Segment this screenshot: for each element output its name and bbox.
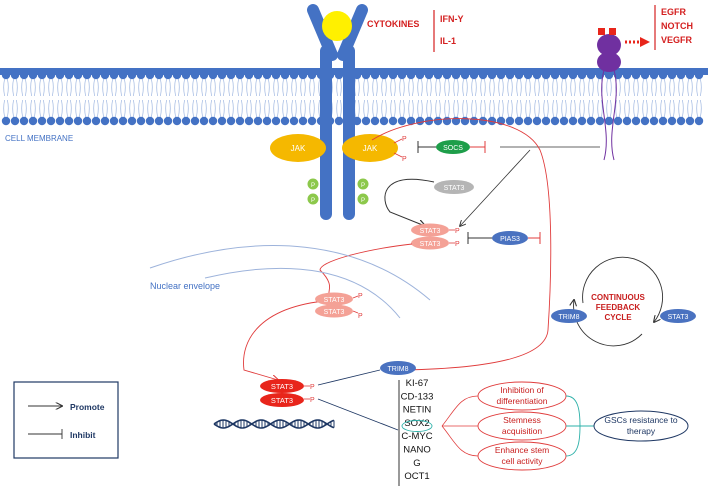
receptor-egfr: EGFR (661, 7, 687, 17)
svg-text:STAT3: STAT3 (668, 314, 689, 321)
gene-item: SOX2 (404, 418, 429, 429)
translocation-arrow-2 (243, 299, 336, 380)
svg-text:CYCLE: CYCLE (604, 313, 632, 322)
receptor-vegfr: VEGFR (661, 35, 693, 45)
legend-promote: Promote (70, 402, 105, 412)
gene-item: G (413, 458, 420, 469)
pias3-node: PIAS3 (492, 231, 528, 245)
stat3-dimer-nuclear: STAT3 STAT3 P P (260, 379, 315, 407)
jak-left: JAK (270, 134, 326, 162)
socs-stat3-line (460, 149, 531, 226)
svg-text:P: P (455, 241, 460, 248)
svg-text:Enhance stem: Enhance stem (495, 445, 549, 455)
gene-item: NETIN (403, 405, 432, 416)
svg-text:STAT3: STAT3 (444, 185, 465, 192)
outcome-inhibition: Inhibition of differentiation (477, 381, 567, 411)
svg-text:GSCs resistance to: GSCs resistance to (604, 415, 677, 425)
svg-text:P: P (310, 384, 315, 391)
jak-right-label: JAK (363, 144, 378, 153)
cell-membrane-label: CELL MEMBRANE (5, 134, 73, 143)
svg-text:differentiation: differentiation (497, 396, 548, 406)
gene-item: NANO (403, 445, 430, 456)
nuclear-envelope-outer (149, 245, 431, 301)
cytokine-ifn-y: IFN-Y (440, 14, 464, 24)
svg-text:P: P (311, 198, 315, 204)
outcome-enhance: Enhance stem cell activity (477, 441, 567, 471)
svg-text:acquisition: acquisition (502, 426, 542, 436)
trim8-node: TRIM8 (380, 361, 416, 375)
outcome-stemness: Stemness acquisition (477, 411, 567, 441)
jak-p-lower: P (402, 156, 407, 163)
sox2-highlight (401, 420, 433, 432)
svg-text:P: P (311, 183, 315, 189)
svg-text:P: P (358, 313, 363, 320)
svg-text:STAT3: STAT3 (271, 382, 293, 391)
stat3-unphosphorylated: STAT3 (434, 180, 474, 194)
receptor-notch: NOTCH (661, 21, 693, 31)
svg-text:P: P (310, 397, 315, 404)
jak-p-upper: P (402, 136, 407, 143)
gene-item: CD-133 (401, 391, 434, 402)
svg-text:TRIM8: TRIM8 (388, 366, 409, 373)
svg-text:STAT3: STAT3 (420, 228, 441, 235)
svg-text:STAT3: STAT3 (271, 396, 293, 405)
gene-item: C-MYC (401, 431, 432, 442)
legend: Promote Inhibit (13, 381, 119, 459)
cytokine-ligand (322, 11, 352, 41)
final-outcome: GSCs resistance to therapy (593, 410, 689, 442)
svg-text:P: P (455, 228, 460, 235)
cytokine-receptor (307, 4, 368, 220)
svg-text:Stemness: Stemness (503, 415, 541, 425)
svg-text:CONTINUOUS: CONTINUOUS (591, 293, 645, 302)
svg-text:PIAS3: PIAS3 (500, 236, 520, 243)
svg-text:FEEDBACK: FEEDBACK (596, 303, 641, 312)
rtk-receptor (597, 28, 621, 161)
phospho-sites: P P P P (307, 178, 369, 205)
svg-text:Inhibition of: Inhibition of (500, 385, 544, 395)
legend-inhibit: Inhibit (70, 430, 96, 440)
svg-text:P: P (358, 293, 363, 300)
svg-text:P: P (361, 198, 365, 204)
gene-item: KI-67 (406, 378, 429, 389)
svg-text:cell activity: cell activity (501, 456, 543, 466)
stat3-dimer-membrane: STAT3 STAT3 P P (411, 223, 460, 250)
feedback-cycle: CONTINUOUS FEEDBACK CYCLE TRIM8 STAT3 (551, 256, 696, 347)
dna-helix (213, 419, 335, 429)
nuclear-envelope-label: Nuclear envelope (150, 281, 220, 291)
svg-text:STAT3: STAT3 (324, 297, 345, 304)
nuclear-envelope-inner (204, 267, 401, 319)
stat3-dimer-translocating: STAT3 STAT3 P P (315, 292, 363, 320)
rtk-arrowhead (640, 37, 650, 47)
socs-node: SOCS (436, 140, 470, 154)
gene-item: OCT1 (404, 471, 429, 482)
svg-text:therapy: therapy (627, 426, 656, 436)
svg-text:SOCS: SOCS (443, 145, 463, 152)
svg-text:STAT3: STAT3 (420, 241, 441, 248)
svg-text:P: P (361, 183, 365, 189)
feedback-red-loop (371, 118, 552, 371)
stat3-to-trim8-line (317, 369, 381, 386)
cytokine-il-1: IL-1 (440, 36, 456, 46)
jak-left-label: JAK (291, 144, 306, 153)
stat3-to-genes-line (317, 398, 399, 431)
svg-text:STAT3: STAT3 (324, 309, 345, 316)
jak-right: JAK (342, 134, 398, 162)
stat3-recruit-arrow (384, 178, 435, 226)
cytokines-label: CYTOKINES (367, 19, 419, 29)
svg-text:TRIM8: TRIM8 (559, 314, 580, 321)
